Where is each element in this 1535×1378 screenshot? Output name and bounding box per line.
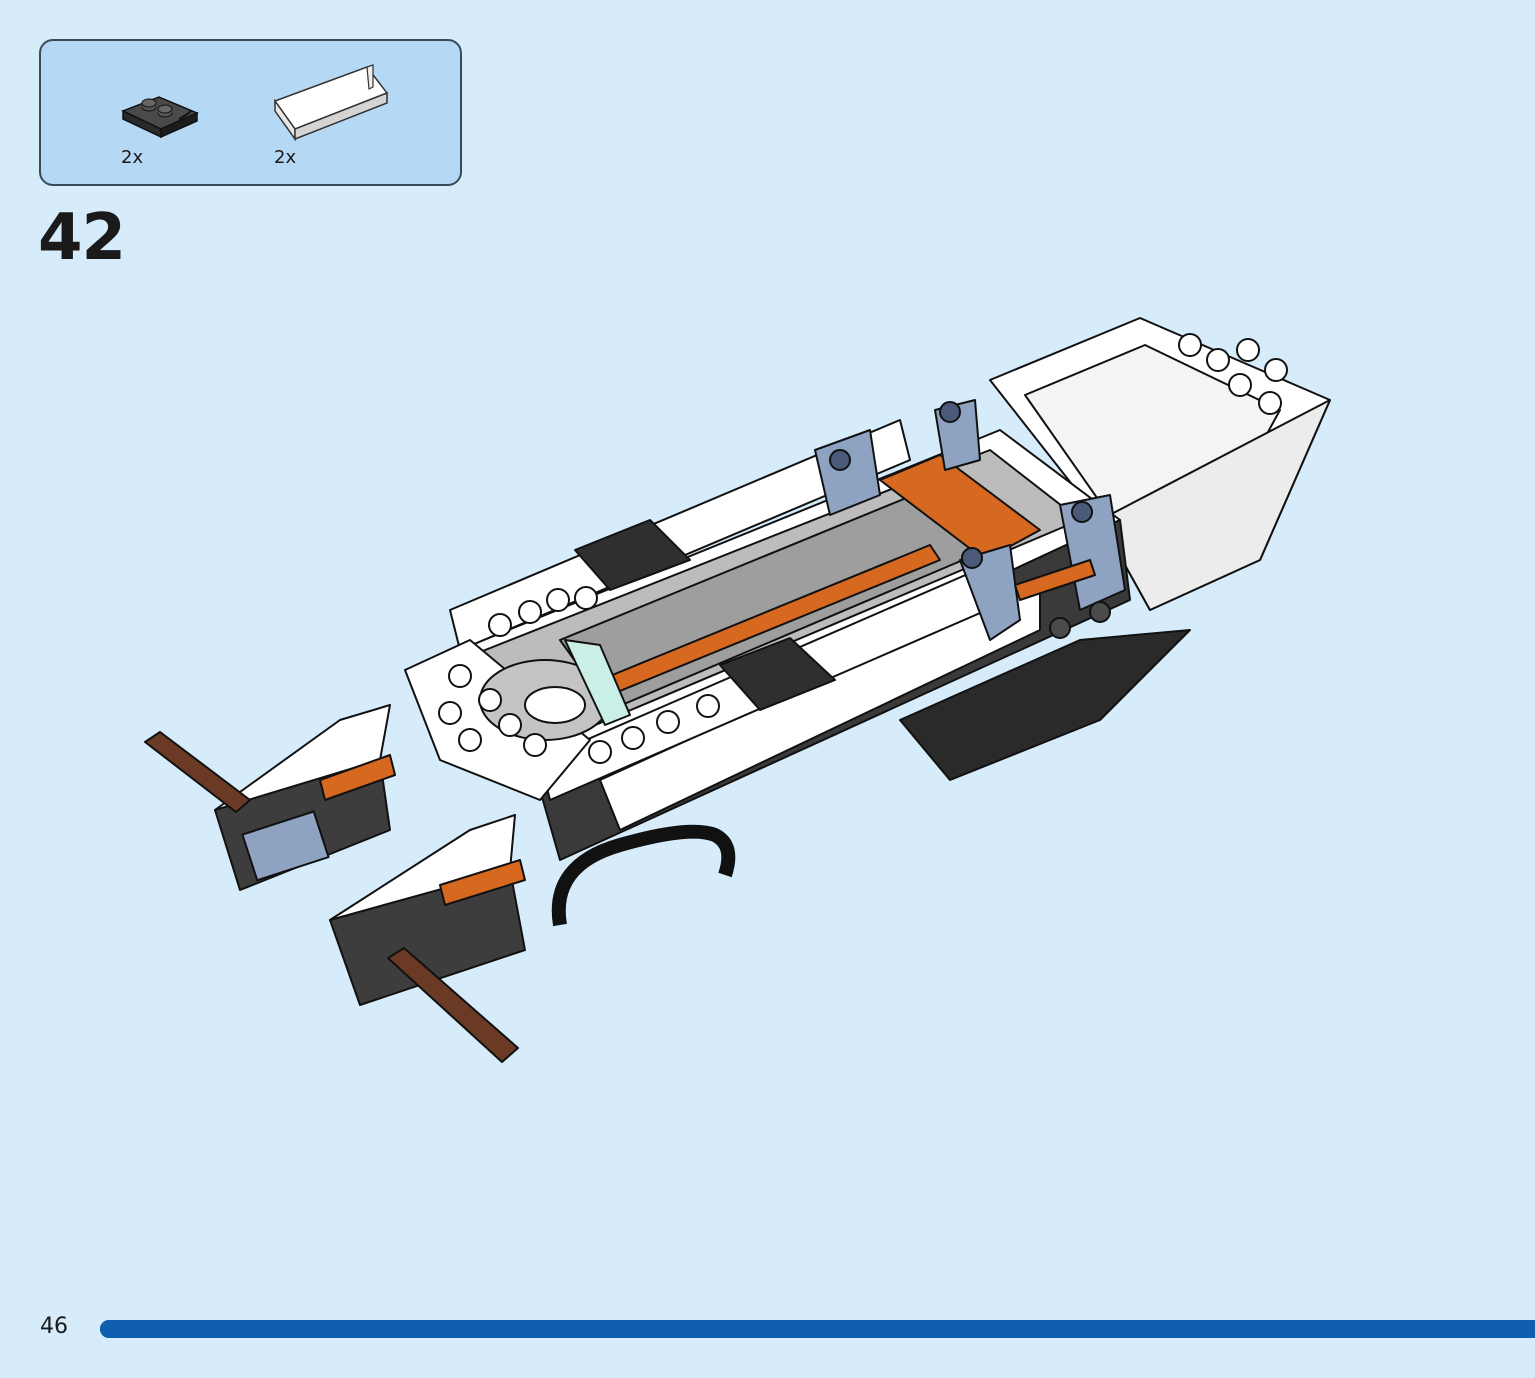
left-float-orange — [319, 754, 396, 801]
sand-blue-bracket-1 — [814, 429, 881, 516]
progress-fill — [100, 1320, 1535, 1338]
black-plate-rear — [719, 637, 836, 711]
progress-bar — [100, 1320, 1535, 1338]
white-bracket-part-icon — [273, 64, 389, 142]
oar-rear — [144, 731, 251, 813]
dark-keel — [899, 629, 1191, 781]
right-float-orange — [439, 859, 526, 906]
sand-blue-bracket-3 — [959, 544, 1021, 641]
black-arch — [551, 824, 736, 927]
page-number: 46 — [40, 1314, 68, 1339]
front-hull-side — [1099, 399, 1331, 611]
studs — [438, 333, 1288, 764]
orange-axle — [1014, 559, 1096, 601]
step-number: 42 — [38, 201, 126, 275]
sand-blue-tile — [241, 810, 330, 882]
part-quantity-2: 2x — [274, 147, 297, 168]
black-plate-part-icon — [121, 96, 199, 139]
black-plate-front — [574, 519, 691, 591]
orange-cross-beam — [879, 454, 1041, 561]
oar-front — [387, 947, 519, 1063]
part-quantity-1: 2x — [121, 147, 144, 168]
parts-list-box: 2x 2x — [39, 39, 462, 186]
windscreen — [564, 639, 631, 726]
